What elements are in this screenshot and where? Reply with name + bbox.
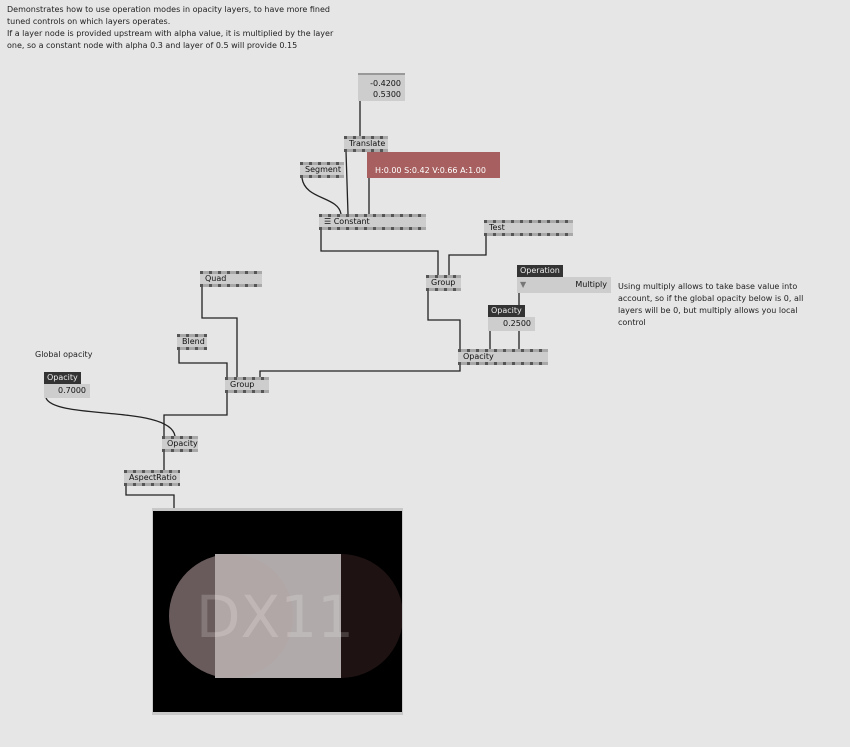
opacity-node-right[interactable]: Opacity	[458, 349, 548, 365]
opacity-node-bottom[interactable]: Opacity	[162, 436, 198, 452]
wire	[301, 177, 342, 215]
wire	[259, 364, 461, 377]
vector-iobox[interactable]: -0.4200 0.5300	[358, 73, 405, 101]
vector-value-x[interactable]: -0.4200	[370, 79, 401, 88]
multiply-comment: Using multiply allows to take base value…	[618, 282, 804, 327]
segment-node[interactable]: Segment	[300, 162, 344, 178]
renderer-view: DX11	[153, 511, 403, 712]
menu-icon: ☰	[324, 217, 334, 226]
wire	[448, 235, 487, 275]
constant-label: Constant	[333, 217, 370, 226]
group-node-right[interactable]: Group	[426, 275, 461, 291]
wire	[427, 290, 461, 349]
renderer-watermark: DX11	[196, 583, 354, 651]
wire	[163, 392, 228, 436]
group-node-left[interactable]: Group	[225, 377, 269, 393]
test-node[interactable]: Test	[484, 220, 573, 236]
color-iobox[interactable]: H:0.00 S:0.42 V:0.66 A:1.00	[367, 152, 500, 178]
aspectratio-node[interactable]: AspectRatio	[124, 470, 180, 486]
global-opacity-comment: Global opacity	[35, 350, 93, 359]
operation-dropdown[interactable]: ▼ Multiply	[517, 277, 611, 293]
translate-node[interactable]: Translate	[344, 136, 388, 152]
operation-value: Multiply	[575, 280, 607, 289]
wire	[201, 286, 238, 377]
global-opacity-label: Opacity	[44, 372, 81, 384]
quad-node[interactable]: Quad	[200, 271, 262, 287]
global-opacity-value[interactable]: 0.7000	[44, 384, 90, 398]
wire	[125, 485, 175, 508]
wire	[45, 397, 176, 437]
renderer-node[interactable]: DX11	[152, 508, 403, 715]
operation-label: Operation	[517, 265, 563, 277]
wire	[178, 349, 228, 377]
local-opacity-label: Opacity	[488, 305, 525, 317]
local-opacity-value[interactable]: 0.2500	[488, 317, 535, 331]
constant-node[interactable]: ☰ Constant	[319, 214, 426, 230]
wire	[320, 229, 439, 275]
vector-value-y[interactable]: 0.5300	[373, 90, 401, 99]
blend-node[interactable]: Blend	[177, 334, 207, 350]
wire	[345, 150, 349, 215]
intro-comment: Demonstrates how to use operation modes …	[7, 5, 334, 50]
dropdown-arrow-icon: ▼	[520, 280, 527, 289]
